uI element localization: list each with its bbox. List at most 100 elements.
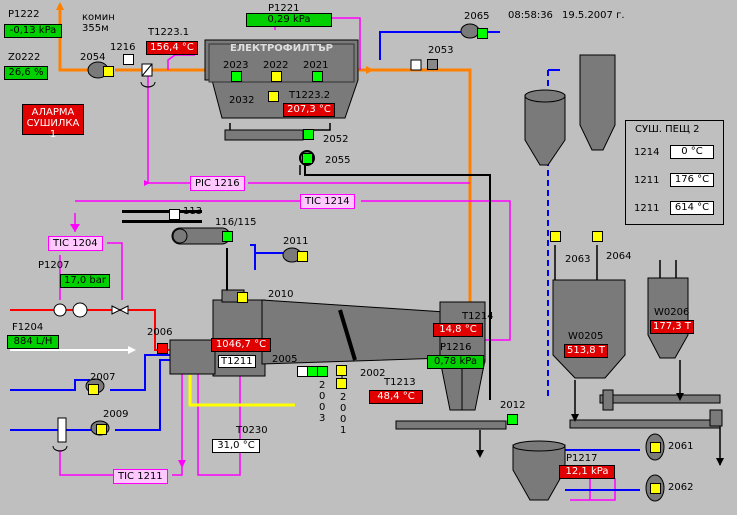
- p1217-value[interactable]: 12,1 kPa: [559, 465, 615, 479]
- screw-2012-status[interactable]: [507, 414, 518, 425]
- t1213-value[interactable]: 48,4 °C: [369, 390, 423, 404]
- fan-2061-label: 2061: [668, 441, 694, 452]
- p1217-label: P1217: [566, 453, 598, 464]
- p1216-value[interactable]: 0,78 kPa: [427, 355, 484, 369]
- panel-row-1-tag: 1214: [634, 147, 660, 158]
- fan-2007-status[interactable]: [88, 384, 99, 395]
- damper-2053-status[interactable]: [427, 59, 438, 70]
- panel-row-1-value[interactable]: 0 °C: [670, 145, 714, 159]
- controller-tic1204[interactable]: TIC 1204: [48, 236, 103, 251]
- field-2032-status[interactable]: [268, 91, 279, 102]
- t1223-2-label: T1223.2: [289, 90, 331, 101]
- t1211-label: T1211: [218, 355, 256, 368]
- belt-113-label: 113: [183, 206, 203, 217]
- w0205-label: W0205: [568, 331, 604, 342]
- t1223-2-value[interactable]: 207,3 °C: [283, 103, 335, 117]
- panel-row-3-tag: 1211: [634, 203, 660, 214]
- screw-2012-label: 2012: [500, 400, 526, 411]
- fan-2061-status[interactable]: [650, 442, 661, 453]
- p1216-label: P1216: [440, 342, 472, 353]
- w0205-value[interactable]: 513,8 T: [564, 344, 608, 358]
- field-2032-label: 2032: [229, 95, 255, 106]
- t1211-value[interactable]: 1046,7 °C: [211, 338, 271, 352]
- t0230-label: T0230: [236, 425, 268, 436]
- motor-2001-status-2[interactable]: [336, 378, 347, 389]
- panel-row-2-value[interactable]: 176 °C: [670, 173, 714, 187]
- motor-2001-status[interactable]: [336, 365, 347, 376]
- feeder-2063-label: 2063: [565, 254, 591, 265]
- dryer-2-panel: СУШ. ПЕЩ 2 1214 0 °C 1211 176 °C 1211 61…: [625, 120, 724, 225]
- feeder-2063-status[interactable]: [550, 231, 561, 242]
- w0206-value[interactable]: 177,3 T: [650, 320, 694, 334]
- valve-1216-label: 1216: [110, 42, 136, 53]
- p1207-label: P1207: [38, 260, 70, 271]
- conveyor-2052-status[interactable]: [303, 129, 314, 140]
- clock-time: 08:58:36: [508, 10, 553, 21]
- motor-2005-label: 2005: [272, 354, 298, 365]
- t0230-value[interactable]: 31,0 °C: [212, 439, 260, 453]
- field-2021-status[interactable]: [312, 71, 323, 82]
- field-2023-status[interactable]: [231, 71, 242, 82]
- fan-2062-status[interactable]: [650, 483, 661, 494]
- w0206-label: W0206: [654, 307, 690, 318]
- z0222-value[interactable]: 26,6 %: [4, 66, 48, 80]
- p1221-value[interactable]: 0,29 kPa: [246, 13, 332, 27]
- chimney-label-2: 355м: [82, 23, 109, 34]
- feeder-2064-label: 2064: [606, 251, 632, 262]
- field-2022-status[interactable]: [271, 71, 282, 82]
- damper-2053-label: 2053: [428, 45, 454, 56]
- fan-2009-status[interactable]: [96, 424, 107, 435]
- feeder-2055-label: 2055: [325, 155, 351, 166]
- controller-tic1214[interactable]: TIC 1214: [300, 194, 355, 209]
- field-2023-label: 2023: [223, 60, 249, 71]
- controller-pic1216[interactable]: PIC 1216: [190, 176, 245, 191]
- motor-2003-status[interactable]: [317, 366, 328, 377]
- panel-title: СУШ. ПЕЩ 2: [635, 124, 700, 135]
- feeder-2064-status[interactable]: [592, 231, 603, 242]
- fan-2009-label: 2009: [103, 409, 129, 420]
- field-2022-label: 2022: [263, 60, 289, 71]
- clock-date: 19.5.2007 г.: [562, 10, 625, 21]
- motor-2001-label: 2 0 0 1: [340, 392, 347, 436]
- fan-2011-label: 2011: [283, 236, 309, 247]
- belt-113-indicator[interactable]: [169, 209, 180, 220]
- chimney-label-1: комин: [82, 12, 115, 23]
- drum-2002-label: 2002: [360, 368, 386, 379]
- motor-2003-label: 2 0 0 3: [319, 380, 326, 424]
- controller-tic1211[interactable]: TIC 1211: [113, 469, 168, 484]
- burner-2006-status[interactable]: [157, 343, 168, 354]
- alarm-dryer-1[interactable]: АЛАРМА СУШИЛКА 1: [22, 104, 84, 140]
- fan-2065-label: 2065: [464, 11, 490, 22]
- t1214-value[interactable]: 14,8 °C: [433, 323, 483, 337]
- conveyor-2052-label: 2052: [323, 134, 349, 145]
- belt-116-label: 116/115: [215, 217, 257, 228]
- feeder-2055-status[interactable]: [302, 153, 313, 164]
- burner-2006-label: 2006: [147, 327, 173, 338]
- t1223-1-value[interactable]: 156,4 °C: [146, 41, 198, 55]
- fan-2054-status[interactable]: [103, 66, 114, 77]
- t1223-1-label: T1223.1: [148, 27, 190, 38]
- p1222-label: P1222: [8, 9, 40, 20]
- feeder-2010-label: 2010: [268, 289, 294, 300]
- fan-2062-label: 2062: [668, 482, 694, 493]
- p1221-label: P1221: [268, 3, 300, 14]
- valve-1216-indicator[interactable]: [123, 54, 134, 65]
- fan-2054-label: 2054: [80, 52, 106, 63]
- t1214-label: T1214: [462, 311, 494, 322]
- f1204-label: F1204: [12, 322, 44, 333]
- z0222-label: Z0222: [8, 52, 41, 63]
- t1213-label: T1213: [384, 377, 416, 388]
- belt-116-status[interactable]: [222, 231, 233, 242]
- p1222-value[interactable]: -0,13 kPa: [4, 24, 62, 38]
- p1207-value[interactable]: 17,0 bar: [60, 274, 110, 288]
- panel-row-3-value[interactable]: 614 °C: [670, 201, 714, 215]
- feeder-2010-status[interactable]: [237, 292, 248, 303]
- alarm-line-1: АЛАРМА: [31, 107, 75, 118]
- electrofilter-title: ЕЛЕКТРОФИЛТЪР: [230, 43, 333, 54]
- fan-2065-status[interactable]: [477, 28, 488, 39]
- field-2021-label: 2021: [303, 60, 329, 71]
- f1204-value[interactable]: 884 L/H: [7, 335, 59, 349]
- fan-2011-status[interactable]: [297, 251, 308, 262]
- alarm-line-2: СУШИЛКА 1: [26, 118, 80, 140]
